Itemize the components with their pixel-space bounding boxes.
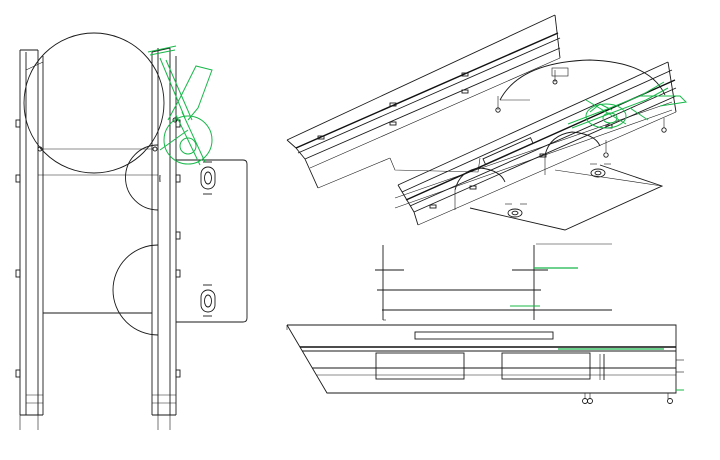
window-left: [375, 352, 465, 380]
front-elevation-view: [15, 32, 248, 430]
left-post: [15, 49, 44, 430]
upper-rail: [286, 14, 561, 189]
window-right: [501, 352, 591, 380]
green-linkage: [147, 45, 213, 166]
isometric-view: [286, 14, 688, 231]
side-elevation-view: [286, 324, 684, 404]
upper-wheel: [23, 32, 165, 174]
mounting-plate: [176, 159, 248, 323]
plan-section-view: [375, 243, 612, 321]
iso-green-arm: [567, 81, 688, 129]
top-slot: [414, 331, 554, 340]
iso-base-plate: [469, 163, 664, 231]
lower-rail: [397, 61, 677, 226]
